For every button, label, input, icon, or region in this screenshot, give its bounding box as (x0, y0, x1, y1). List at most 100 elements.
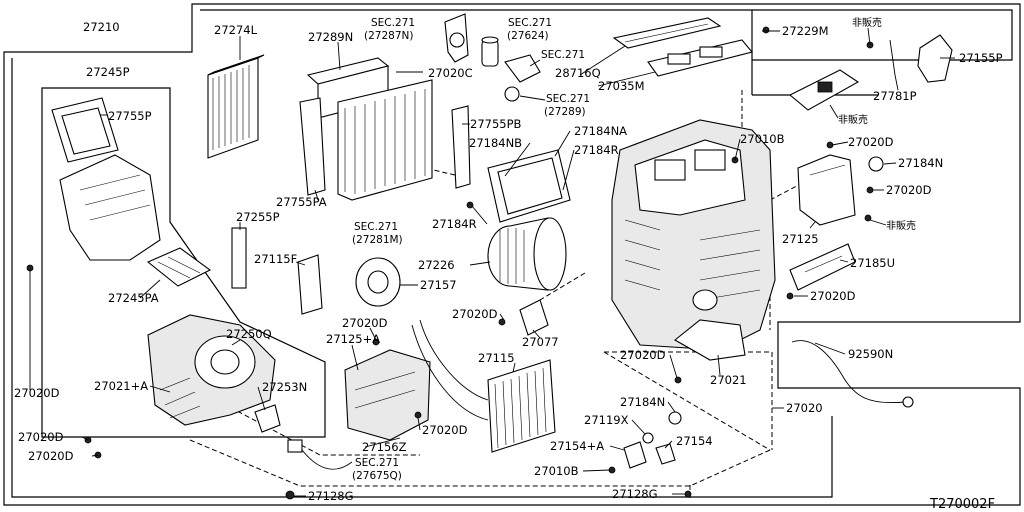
harness-27675q (287, 439, 353, 470)
label-27020[interactable]: 27020 (786, 401, 823, 415)
label-not-sold-2: 非販売 (838, 113, 868, 126)
label-27156z[interactable]: 27156Z (362, 440, 407, 454)
label-sec271-27675q-ref[interactable]: (27675Q) (352, 470, 402, 482)
label-27115[interactable]: 27115 (478, 351, 515, 365)
label-sec271-27289[interactable]: SEC.271 (546, 93, 590, 105)
sensor-27154a (623, 441, 647, 469)
label-27020d-center2[interactable]: 27020D (422, 423, 468, 437)
diagram-code: T270002F (929, 497, 995, 512)
label-27020d-r2[interactable]: 27020D (886, 183, 932, 197)
blower-fan-27226 (487, 217, 567, 291)
label-27755pa[interactable]: 27755PA (276, 195, 327, 209)
evaporator-27289n (299, 57, 433, 201)
label-27020d-lowest-left[interactable]: 27020D (28, 449, 74, 463)
label-sec271-27624-ref[interactable]: (27624) (507, 30, 549, 42)
label-sec271-27281m[interactable]: SEC.271 (354, 221, 398, 233)
label-27154a[interactable]: 27154+A (550, 439, 604, 453)
label-sec271-27624[interactable]: SEC.271 (508, 17, 552, 29)
label-27115f[interactable]: 27115F (254, 252, 297, 266)
label-27250q[interactable]: 27250Q (226, 327, 272, 341)
duct-28716q (612, 17, 722, 49)
label-27184r-top[interactable]: 27184R (574, 143, 619, 157)
filter-cover-27245pa (146, 247, 212, 287)
label-27125[interactable]: 27125 (782, 232, 819, 246)
heater-housing-27021 (611, 119, 776, 361)
label-27184nb[interactable]: 27184NB (469, 136, 522, 150)
bracket-27781p (789, 69, 860, 111)
label-27155p[interactable]: 27155P (959, 51, 1003, 65)
duct-27035m (647, 39, 753, 77)
label-27119x[interactable]: 27119X (584, 413, 629, 427)
label-27255p[interactable]: 27255P (236, 210, 280, 224)
label-27128g-right[interactable]: 27128G (612, 487, 658, 501)
label-27020d-center[interactable]: 27020D (342, 316, 388, 330)
label-not-sold-3: 非販売 (886, 219, 916, 232)
label-sec271-27289-ref[interactable]: (27289) (544, 106, 586, 118)
label-27245p[interactable]: 27245P (86, 65, 130, 79)
screws (26, 26, 874, 500)
label-sec271-27675q[interactable]: SEC.271 (355, 457, 399, 469)
label-27125a[interactable]: 27125+A (326, 332, 380, 346)
label-sec271-27287n-ref[interactable]: (27287N) (364, 30, 413, 42)
part-drawings (26, 13, 953, 500)
heater-core-27115 (411, 319, 556, 453)
leader-lines (29, 27, 955, 497)
label-27020d-r1[interactable]: 27020D (848, 135, 894, 149)
housing-27125a (344, 349, 431, 441)
label-27226[interactable]: 27226 (418, 258, 455, 272)
seal-27755p (51, 97, 119, 163)
motor-27157 (355, 257, 401, 307)
bracket-27155p (889, 34, 953, 83)
label-27253n[interactable]: 27253N (262, 380, 307, 394)
label-27020d-lower-left[interactable]: 27020D (18, 430, 64, 444)
label-27035m[interactable]: 27035M (598, 79, 645, 93)
label-27010b-bottom[interactable]: 27010B (534, 464, 579, 478)
label-27274l[interactable]: 27274L (214, 23, 258, 37)
label-27157[interactable]: 27157 (420, 278, 457, 292)
sensor-27154 (655, 443, 676, 465)
label-27128g-left[interactable]: 27128G (308, 489, 354, 503)
valve-27624 (481, 36, 499, 67)
label-27020d-r3[interactable]: 27020D (810, 289, 856, 303)
label-sec271[interactable]: SEC.271 (541, 49, 585, 61)
label-not-sold-1: 非販売 (852, 16, 882, 29)
clip-27184n-bottom (668, 411, 682, 425)
label-27184n-right[interactable]: 27184N (898, 156, 943, 170)
label-27289n[interactable]: 27289N (308, 30, 353, 44)
intake-duct-27245p (59, 154, 161, 261)
label-28716q[interactable]: 28716Q (555, 66, 601, 80)
label-sec271-27287n[interactable]: SEC.271 (371, 17, 415, 29)
label-27154[interactable]: 27154 (676, 434, 713, 448)
label-sec271-27281m-ref[interactable]: (27281M) (352, 234, 403, 246)
filter-27274l (207, 54, 265, 159)
label-27184r-left[interactable]: 27184R (432, 217, 477, 231)
label-27781p[interactable]: 27781P (873, 89, 917, 103)
label-27755p[interactable]: 27755P (108, 109, 152, 123)
resistor-27253n (254, 404, 281, 433)
label-27184n-bottom[interactable]: 27184N (620, 395, 665, 409)
sensor-27184n-right (868, 156, 884, 172)
label-27077[interactable]: 27077 (522, 335, 559, 349)
label-27245pa[interactable]: 27245PA (108, 291, 159, 305)
label-92590n[interactable]: 92590N (848, 347, 893, 361)
label-27229m[interactable]: 27229M (782, 24, 829, 38)
label-27021[interactable]: 27021 (710, 373, 747, 387)
label-27185u[interactable]: 27185U (850, 256, 895, 270)
screw-27119x (642, 432, 654, 444)
part-labels: 27210 27274L 27289N SEC.271 (27287N) SEC… (14, 16, 1003, 503)
label-27210[interactable]: 27210 (83, 20, 120, 34)
label-27020d-bottom[interactable]: 27020D (620, 348, 666, 362)
strip-27755pb (451, 105, 471, 189)
bracket-27255p (231, 227, 247, 289)
bracket-sec271 (504, 54, 541, 102)
label-27020d-mid[interactable]: 27020D (452, 307, 498, 321)
label-27020c[interactable]: 27020C (428, 66, 473, 80)
label-27010b-top[interactable]: 27010B (740, 132, 785, 146)
actuator-27077 (519, 299, 549, 336)
label-27184na[interactable]: 27184NA (574, 124, 627, 138)
label-27020d-left[interactable]: 27020D (14, 386, 60, 400)
filter-frame-27184na (487, 149, 571, 223)
label-27021a[interactable]: 27021+A (94, 379, 148, 393)
label-27755pb[interactable]: 27755PB (470, 117, 522, 131)
